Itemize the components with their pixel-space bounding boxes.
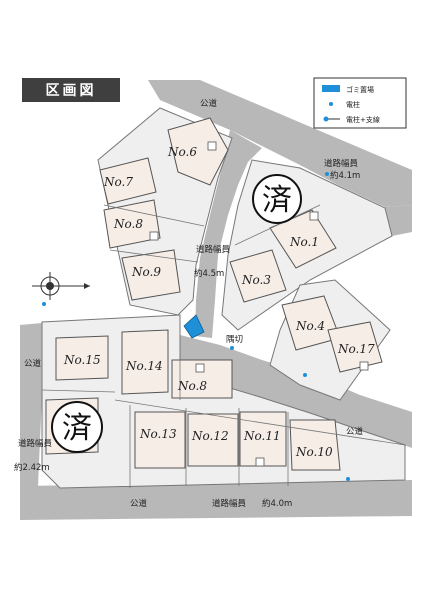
entry-squares (149, 141, 369, 467)
building-1 (269, 209, 337, 269)
lot-label-12: No.12 (191, 429, 229, 443)
sold-text-right: 済 (262, 183, 292, 218)
lot-label-8: No.9 (131, 265, 161, 279)
lot-label-9: No.8 (177, 379, 207, 393)
lot-label-5: No.6 (167, 145, 197, 159)
entry-9 (195, 363, 205, 373)
sold-text-left: 済 (62, 411, 92, 446)
legend: ゴミ置場 電柱 電柱+支線 (313, 77, 407, 129)
width-value-top-right: 約4.1m (330, 170, 360, 181)
building-15 (55, 335, 109, 381)
road-labels: 公道 道路幅員 約4.1m 道路幅員 約4.5m 隅切 公道 道路幅員 約2.4… (14, 98, 364, 509)
lot-label-4: No.4 (295, 319, 325, 333)
divider-h (103, 204, 205, 227)
entry-7 (149, 231, 159, 241)
divider-j (234, 204, 321, 246)
road-top-diagonal (148, 80, 412, 207)
width-value-inner: 約4.5m (194, 268, 224, 279)
building-6 (99, 157, 157, 205)
pole-2 (42, 302, 46, 306)
entry-5 (207, 141, 217, 151)
sold-mark-left: 済 (51, 401, 103, 453)
legend-swatch-pole-wire (323, 116, 329, 122)
utility-poles (42, 172, 350, 481)
lot-label-14: No.14 (125, 359, 163, 373)
road-right-strip (385, 205, 412, 236)
road-label-right: 公道 (346, 426, 364, 437)
legend-swatch-pole (329, 102, 333, 106)
lot-label-10: No.10 (295, 445, 333, 459)
title-badge: 区画図 (22, 78, 120, 102)
building-13 (134, 411, 186, 469)
building-14 (121, 329, 169, 395)
width-label-inner-a: 道路幅員 (196, 244, 231, 255)
road-label-left: 公道 (24, 358, 42, 369)
building-10 (289, 419, 341, 471)
garbage-area (183, 314, 205, 339)
lot-label-11: No.11 (243, 429, 281, 443)
sold-circle-left (51, 401, 103, 453)
entry-17 (359, 361, 369, 371)
road-lower-diagonal (176, 335, 412, 448)
divider-g (41, 389, 116, 393)
building-9 (171, 359, 233, 399)
divider-b (114, 399, 406, 446)
building-7 (103, 199, 161, 249)
compass-arrow (84, 283, 90, 289)
lot-label-17: No.17 (337, 342, 375, 356)
sold-mark-right: 済 (252, 174, 302, 224)
building-8 (121, 249, 181, 301)
entry-1 (309, 211, 319, 221)
pole-1 (325, 172, 329, 176)
lot-label-15: No.15 (63, 353, 101, 367)
building-11 (239, 411, 287, 467)
lot-label-6: No.7 (103, 175, 133, 189)
building-5 (167, 117, 229, 186)
lot-label-1: No.1 (289, 235, 319, 249)
corner-cut-label: 隅切 (226, 335, 243, 345)
width-label-left: 道路幅員 (18, 438, 53, 449)
building-3 (229, 249, 287, 303)
legend-label-garbage: ゴミ置場 (346, 85, 374, 94)
legend-label-pole-wire: 電柱+支線 (346, 115, 380, 124)
road-bottom (20, 480, 412, 520)
building-12 (187, 413, 239, 467)
road-label-bottom: 公道 (130, 498, 148, 509)
north-compass (32, 272, 90, 300)
building-17 (327, 321, 383, 373)
width-label-bottom: 道路幅員 (212, 498, 247, 509)
width-value-bottom: 約4.0m (262, 498, 292, 509)
width-value-left: 約2.42m (14, 462, 50, 473)
pole-5 (346, 477, 350, 481)
road-label-top: 公道 (200, 98, 218, 109)
legend-label-pole: 電柱 (346, 100, 360, 109)
divider-lines (41, 204, 406, 488)
road-inner (195, 130, 262, 338)
sold-circle-right (252, 174, 302, 224)
lot-label-13: No.13 (139, 427, 177, 441)
width-label-top-right: 道路幅員 (324, 158, 359, 169)
road-left (20, 323, 42, 486)
pole-4 (303, 373, 307, 377)
roads (20, 80, 412, 520)
pole-3 (230, 346, 234, 350)
divider-i (109, 249, 199, 263)
buildings (45, 117, 383, 471)
lot-label-3: No.3 (241, 273, 271, 287)
lot-label-7: No.8 (113, 217, 143, 231)
lot-labels: No.6 No.7 No.8 No.9 No.1 No.3 No.4 No.17… (63, 145, 375, 459)
legend-swatch-garbage (322, 85, 340, 92)
entry-11 (255, 457, 265, 467)
